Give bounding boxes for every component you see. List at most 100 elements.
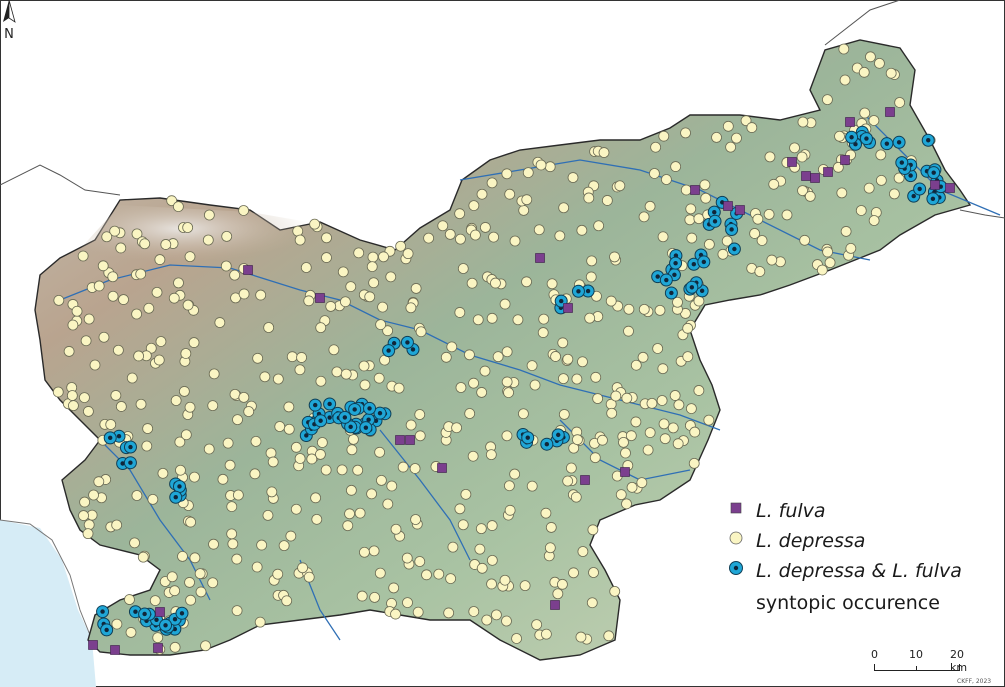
- syntopic-point: [708, 214, 722, 228]
- depressa-point: [152, 632, 164, 644]
- depressa-point: [522, 167, 534, 179]
- depressa-point: [272, 568, 284, 580]
- depressa-point: [789, 142, 800, 154]
- syntopic-point: [921, 133, 935, 147]
- syntopic-point: [382, 344, 396, 358]
- depressa-point: [274, 421, 286, 432]
- depressa-point: [220, 260, 232, 272]
- depressa-point: [682, 322, 694, 334]
- syntopic-point: [308, 398, 322, 412]
- depressa-point: [303, 295, 315, 307]
- depressa-point: [875, 149, 887, 161]
- depressa-point: [414, 409, 426, 420]
- depressa-point: [359, 546, 370, 558]
- depressa-point: [52, 386, 64, 398]
- scale-bar: 0 10 20 km: [862, 648, 982, 680]
- fulva-point: [690, 185, 700, 195]
- fulva-point: [787, 157, 797, 167]
- depressa-point: [749, 228, 761, 239]
- syntopic-point: [725, 222, 739, 236]
- depressa-point: [499, 298, 511, 310]
- syntopic-point: [880, 137, 894, 151]
- depressa-point: [252, 352, 264, 364]
- syntopic-point: [373, 406, 387, 420]
- depressa-point: [115, 401, 127, 412]
- fulva-point: [405, 435, 415, 445]
- depressa-point: [306, 453, 318, 465]
- depressa-point: [501, 346, 513, 358]
- depressa-point: [290, 503, 302, 515]
- depressa-point: [353, 247, 365, 259]
- depressa-point: [885, 67, 897, 79]
- depressa-point: [585, 271, 597, 283]
- depressa-point: [177, 550, 188, 562]
- depressa-point: [133, 350, 145, 362]
- depressa-point: [393, 382, 405, 394]
- depressa-point: [468, 606, 480, 617]
- depressa-point: [189, 471, 200, 483]
- depressa-point: [466, 277, 478, 289]
- depressa-point: [725, 141, 737, 153]
- depressa-point: [672, 438, 684, 450]
- fulva-point: [153, 643, 163, 653]
- depressa-point: [464, 349, 475, 361]
- depressa-point: [286, 351, 298, 363]
- depressa-point: [166, 571, 178, 583]
- depressa-point: [423, 232, 435, 244]
- depressa-point: [107, 290, 119, 302]
- depressa-point: [874, 57, 885, 69]
- depressa-point: [693, 385, 705, 396]
- depressa-point: [315, 322, 327, 334]
- depressa-point: [93, 476, 105, 488]
- depressa-point: [149, 595, 161, 607]
- depressa-point: [586, 255, 598, 267]
- depressa-point: [504, 504, 516, 516]
- depressa-point: [626, 481, 638, 493]
- depressa-point: [615, 489, 627, 501]
- syntopic-point: [659, 273, 673, 287]
- depressa-point: [390, 608, 401, 620]
- depressa-point: [562, 353, 574, 365]
- depressa-point: [203, 443, 215, 455]
- depressa-point: [799, 234, 811, 246]
- depressa-point: [283, 423, 295, 435]
- depressa-point: [184, 251, 196, 263]
- depressa-point: [348, 433, 359, 445]
- depressa-point: [294, 364, 306, 376]
- depressa-point: [266, 486, 278, 498]
- depressa-point: [207, 400, 219, 412]
- depressa-point: [638, 303, 650, 315]
- depressa-point: [397, 461, 409, 473]
- depressa-point: [131, 308, 143, 320]
- depressa-point: [454, 208, 466, 220]
- syntopic-point: [344, 420, 358, 434]
- scale-bar-mid: [916, 666, 917, 670]
- depressa-point: [232, 489, 244, 501]
- depressa-point: [593, 220, 605, 232]
- depressa-point: [145, 342, 157, 354]
- depressa-point: [509, 468, 521, 480]
- depressa-point: [226, 528, 238, 540]
- alpine-relief: [70, 205, 440, 300]
- depressa-point: [272, 373, 284, 385]
- depressa-point: [797, 185, 808, 196]
- fulva-point: [437, 463, 447, 473]
- syntopic-point: [895, 156, 909, 170]
- depressa-point: [254, 616, 266, 628]
- depressa-point: [153, 354, 165, 366]
- depressa-point: [285, 530, 297, 542]
- depressa-point: [636, 477, 648, 489]
- depressa-point: [464, 408, 476, 419]
- depressa-point: [364, 291, 376, 303]
- depressa-point: [251, 561, 263, 573]
- depressa-point: [703, 414, 715, 426]
- depressa-point: [526, 360, 538, 372]
- depressa-point: [638, 211, 650, 223]
- depressa-point: [492, 351, 504, 363]
- depressa-point: [366, 488, 377, 500]
- depressa-point: [781, 209, 793, 221]
- depressa-point: [402, 597, 413, 608]
- depressa-point: [358, 360, 370, 372]
- depressa-point: [479, 365, 491, 377]
- depressa-point: [139, 238, 151, 250]
